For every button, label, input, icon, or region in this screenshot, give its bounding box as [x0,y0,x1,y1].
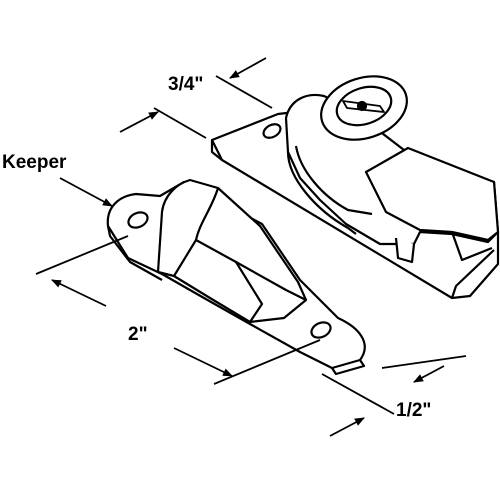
keeper-flange-edge [106,225,163,281]
lock-housing-front [286,151,357,235]
arrow-2-right [173,347,233,377]
keeper-label: Keeper [2,152,67,173]
arrow-2-left [51,279,107,307]
keeper-ridge-3 [235,261,307,301]
keeper-flange-edge-right [331,359,366,376]
arrow-3-4-bottom [119,111,159,133]
arrow-3-4-top [229,57,267,79]
ext-line-3-4-bottom [153,107,207,139]
keeper [106,178,366,376]
keeper-ridge-2 [194,187,220,241]
lock-housing-contour [294,145,373,216]
lock-base-plate-edge [210,140,223,161]
lock-screw-hole [262,123,282,139]
dimension-label-2: 2" [128,324,148,345]
dimension-label-1-2: 1/2" [396,400,431,421]
arrow-1-2-bottom [329,417,365,437]
lock-lever-tip [450,231,493,262]
ext-line-2-right [213,339,321,385]
keeper-body [156,178,308,324]
lock-base-plate-edge-right [450,249,495,299]
dimension-label-3-4: 3/4" [168,74,203,95]
keeper-callout-arrow [59,177,113,207]
ext-line-1-2-bottom [321,373,395,415]
ext-line-3-4-top [215,75,273,109]
sash-lock [210,75,500,300]
keeper-screw-hole-right [310,321,332,339]
keeper-screw-hole-left [127,211,149,229]
lock-cylinder-center [356,100,368,112]
lock-lever-arm [364,146,500,242]
lock-pivot [394,237,416,264]
dimension-lines [35,57,467,437]
ext-line-1-2-top [381,355,467,369]
arrow-1-2-top [413,365,445,383]
ext-line-2-left [35,235,129,275]
